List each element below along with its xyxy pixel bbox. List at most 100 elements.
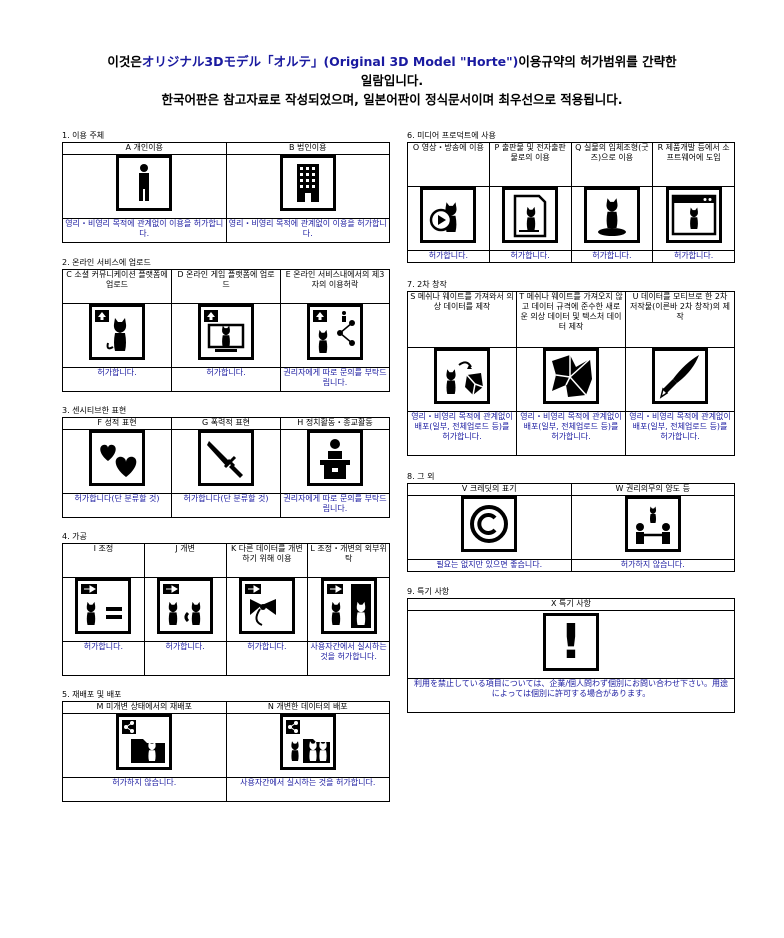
item-header: V 크레딧의 표기 — [407, 483, 572, 496]
page-title: 이것은オリジナル3Dモデル「オルテ」(Original 3D Model "Ho… — [0, 52, 784, 109]
item-header: N 개변한 데이터의 배포 — [225, 701, 390, 714]
item-header: L 조정・개변의 외부위탁 — [307, 543, 390, 578]
ribbon-icon — [238, 578, 295, 634]
mesh-extract-icon — [434, 348, 490, 404]
podium-icon — [307, 430, 363, 486]
section-processing: 4. 가공 I 조정 J 개변 K 다른 데이터를 개변하기 위해 이용 L 조… — [62, 531, 390, 676]
share-folder-icon — [116, 714, 173, 770]
item-header: K 다른 데이터를 개변하기 위해 이용 — [225, 543, 309, 578]
item-header: C 소셜 커뮤니케이션 플랫폼에 업로드 — [62, 269, 172, 304]
item-header: M 미개변 상태에서의 재배포 — [62, 701, 227, 714]
permission-table: X 특기 사항 ! 利用を禁止している項目については、企業/個人問わず個別にお問… — [407, 598, 735, 713]
item-result: 영리・비영리 목적에 관계없이 이용을 허가합니다. — [225, 218, 390, 243]
section-sensitive-expression: 3. 센시티브한 표현 F 성적 표현 G 폭력적 표현 H 정치활동・종교활동… — [62, 405, 390, 518]
item-result: 허가합니다. — [171, 367, 281, 392]
permission-table: I 조정 J 개변 K 다른 데이터를 개변하기 위해 이용 L 조정・개변의 … — [62, 543, 390, 676]
software-icon — [665, 187, 722, 243]
transfer-icon — [624, 496, 681, 552]
knife-icon — [198, 430, 254, 486]
item-header: P 출판물 및 전자출판물로의 이용 — [488, 142, 572, 187]
item-header: R 제품개발 등에서 소프트웨어에 도입 — [652, 142, 735, 187]
permission-table: S 메쉬나 웨이트를 가져와서 의상 데이터를 제작 T 메쉬나 웨이트를 가져… — [407, 291, 735, 456]
title-line-2: 일람입니다. — [360, 73, 424, 88]
item-header: E 온라인 서비스내에서의 제3자의 이용허락 — [280, 269, 390, 304]
item-header: T 메쉬나 웨이트를 가져오지 않고 데이터 규격에 준수한 새로운 의상 데이… — [516, 291, 626, 348]
item-result: 허가합니다. — [143, 641, 227, 676]
item-header: B 법인이용 — [225, 142, 390, 155]
publication-icon — [502, 187, 559, 243]
item-header: G 폭력적 표현 — [171, 417, 281, 430]
section-label: 1. 이용 주체 — [62, 131, 105, 140]
video-icon — [420, 187, 477, 243]
title-product-name: オリジナル3Dモデル「オルテ」 — [141, 54, 324, 69]
section-label: 6. 미디어 프로덕트에 사용 — [407, 131, 496, 140]
permission-table: A 개인이용 B 법인이용 영리・비영리 목적에 관계없이 이용을 허가합니다.… — [62, 142, 390, 243]
item-result: 허가합니다. — [570, 250, 654, 263]
adjust-icon — [75, 578, 132, 634]
section-label: 8. 그 외 — [407, 472, 435, 481]
item-header: W 권리의무의 양도 등 — [570, 483, 735, 496]
exclamation-icon: ! — [543, 613, 599, 671]
section-others: 8. 그 외 V 크레딧의 표기 W 권리의무의 양도 등 필요는 없지만 있으… — [407, 471, 735, 572]
item-result: 허가합니다. — [407, 250, 490, 263]
upload-social-icon — [89, 304, 145, 360]
section-label: 5. 재배포 및 배포 — [62, 690, 122, 699]
building-icon — [279, 155, 336, 211]
person-icon — [116, 155, 173, 211]
permission-table: F 성적 표현 G 폭력적 표현 H 정치활동・종교활동 허가합니다(단 분류할… — [62, 417, 390, 518]
section-usage-subject: 1. 이용 주체 A 개인이용 B 법인이용 영리・비영리 목적에 관계없이 이… — [62, 130, 390, 243]
item-header: U 데이터를 모티브로 한 2차 저작물(이른바 2차 창작)의 제작 — [625, 291, 735, 348]
item-header: F 성적 표현 — [62, 417, 172, 430]
section-label: 4. 가공 — [62, 532, 87, 541]
item-header: O 영상・방송에 이용 — [407, 142, 490, 187]
item-result: 허가합니다(단 분류할 것) — [62, 493, 172, 518]
item-result: 사용자간에서 실시하는 것을 허가합니다. — [225, 777, 390, 802]
item-header: S 메쉬나 웨이트를 가져와서 의상 데이터를 제작 — [407, 291, 517, 348]
outsource-icon — [320, 578, 377, 634]
item-result: 권리자에게 따로 문의를 부탁드립니다. — [280, 493, 390, 518]
modify-icon — [157, 578, 214, 634]
permission-table: C 소셜 커뮤니케이션 플랫폼에 업로드 D 온라인 게임 플랫폼에 업로드 E… — [62, 269, 390, 392]
item-result: 허가합니다. — [62, 367, 172, 392]
title-line-3: 한국어판은 참고자료로 작성되었으며, 일본어판이 정식문서이며 최우선으로 적… — [161, 92, 623, 107]
permission-table: O 영상・방송에 이용 P 출판물 및 전자출판물로의 이용 Q 실물의 입체조… — [407, 142, 735, 263]
section-redistribution: 5. 재배포 및 배포 M 미개변 상태에서의 재배포 N 개변한 데이터의 배… — [62, 689, 390, 802]
pen-icon — [652, 348, 708, 404]
section-label: 9. 특기 사항 — [407, 587, 450, 596]
item-result: 허가합니다. — [225, 641, 309, 676]
figure-icon — [583, 187, 640, 243]
item-header: X 특기 사항 — [407, 598, 735, 611]
section-media-products: 6. 미디어 프로덕트에 사용 O 영상・방송에 이용 P 출판물 및 전자출판… — [407, 130, 735, 263]
hearts-icon — [89, 430, 145, 486]
item-result: 利用を禁止している項目については、企業/個人問わず個別にお問い合わせ下さい。用途… — [407, 678, 735, 713]
fabric-icon — [543, 348, 599, 404]
item-header: I 조정 — [62, 543, 145, 578]
title-product-english: (Original 3D Model "Horte") — [323, 54, 519, 69]
item-result: 영리・비영리 목적에 관계없이 배포(일부, 전체업로드 등)를 허가합니다. — [516, 411, 626, 456]
title-line-1: 이것은オリジナル3Dモデル「オルテ」(Original 3D Model "Ho… — [107, 54, 677, 69]
item-result: 허가합니다. — [488, 250, 572, 263]
section-special-notes: 9. 특기 사항 X 특기 사항 ! 利用を禁止している項目については、企業/個… — [407, 586, 735, 713]
third-party-share-icon — [307, 304, 363, 360]
item-result: 영리・비영리 목적에 관계없이 이용을 허가합니다. — [62, 218, 227, 243]
item-result: 영리・비영리 목적에 관계없이 배포(일부, 전체업로드 등)를 허가합니다. — [625, 411, 735, 456]
item-result: 허가합니다. — [62, 641, 145, 676]
section-label: 2. 온라인 서비스에 업로드 — [62, 258, 151, 267]
section-label: 3. 센시티브한 표현 — [62, 406, 127, 415]
item-header: J 개변 — [143, 543, 227, 578]
item-result: 필요는 없지만 있으면 좋습니다. — [407, 559, 572, 572]
section-label: 7. 2차 창작 — [407, 280, 447, 289]
permission-table: M 미개변 상태에서의 재배포 N 개변한 데이터의 배포 허가하지 않습니다.… — [62, 701, 390, 802]
copyright-icon — [461, 496, 518, 552]
permission-table: V 크레딧의 표기 W 권리의무의 양도 등 필요는 없지만 있으면 좋습니다.… — [407, 483, 735, 572]
section-online-upload: 2. 온라인 서비스에 업로드 C 소셜 커뮤니케이션 플랫폼에 업로드 D 온… — [62, 257, 390, 392]
section-derivative-works: 7. 2차 창작 S 메쉬나 웨이트를 가져와서 의상 데이터를 제작 T 메쉬… — [407, 279, 735, 456]
upload-game-icon — [198, 304, 254, 360]
item-result: 허가하지 않습니다. — [570, 559, 735, 572]
item-result: 허가합니다. — [652, 250, 735, 263]
item-header: A 개인이용 — [62, 142, 227, 155]
item-header: Q 실물의 입체조형(굿즈)으로 이용 — [570, 142, 654, 187]
share-modified-icon — [279, 714, 336, 770]
item-result: 허가합니다(단 분류할 것) — [171, 493, 281, 518]
item-header: D 온라인 게임 플랫폼에 업로드 — [171, 269, 281, 304]
